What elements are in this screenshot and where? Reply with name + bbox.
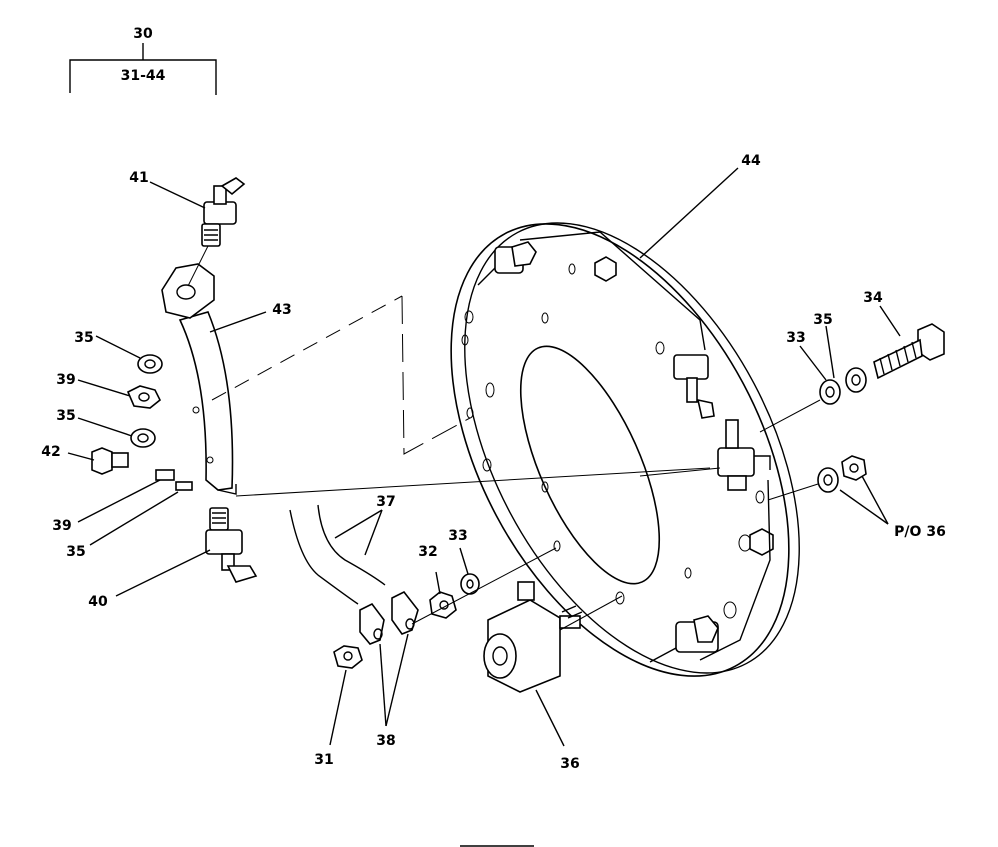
- left-washers-nuts: [126, 354, 193, 491]
- plate-nut-right: [749, 528, 774, 556]
- right-hardware: [817, 323, 945, 493]
- callout-34: 34: [863, 290, 883, 306]
- leader-lines: [67, 167, 901, 747]
- part-44-plate: [450, 222, 800, 677]
- plate-nut-top: [594, 256, 617, 282]
- callout-33-a: 33: [448, 528, 467, 544]
- callout-35-a: 35: [74, 330, 93, 346]
- callout-41: 41: [129, 170, 148, 186]
- callout-32: 32: [418, 544, 437, 560]
- plate-diode-top-left: [477, 241, 537, 286]
- callout-31: 31: [314, 752, 333, 768]
- callout-35-d: 35: [813, 312, 832, 328]
- callout-43: 43: [272, 302, 291, 318]
- part-41-diode: [187, 177, 246, 287]
- plate-diode-middle: [673, 354, 715, 419]
- callout-44: 44: [741, 153, 761, 169]
- assembly-parent-number: 30: [133, 26, 153, 42]
- callout-39-a: 39: [56, 372, 75, 388]
- callout-36: 36: [560, 756, 579, 772]
- part-36-component: [483, 581, 583, 693]
- part-37-wires: [289, 504, 386, 605]
- callout-35-c: 35: [66, 544, 85, 560]
- plate-diode-right: [717, 419, 771, 491]
- callout-39-b: 39: [52, 518, 71, 534]
- assembly-header: 30 31-44: [69, 26, 217, 95]
- part-40-diode: [205, 507, 258, 583]
- part-42-bolt: [91, 447, 129, 475]
- assembly-range-label: 31-44: [121, 68, 166, 84]
- callout-35-b: 35: [56, 408, 75, 424]
- callout-37: 37: [376, 494, 395, 510]
- part-43-bus-bar: [161, 263, 237, 495]
- callout-po-36: P/O 36: [894, 524, 946, 540]
- callout-33-b: 33: [786, 330, 805, 346]
- callout-labels: 41 44 43 35 39 35 42 39 35 40 37 32 33 3…: [41, 153, 946, 772]
- part-38-terminals: [359, 590, 419, 645]
- callout-38: 38: [376, 733, 395, 749]
- part-31-nut: [333, 645, 363, 669]
- plate-diode-bottom: [649, 615, 719, 663]
- part-32-nut: [429, 591, 457, 619]
- callout-40: 40: [88, 594, 108, 610]
- part-33-washer: [460, 573, 480, 595]
- callout-42: 42: [41, 444, 60, 460]
